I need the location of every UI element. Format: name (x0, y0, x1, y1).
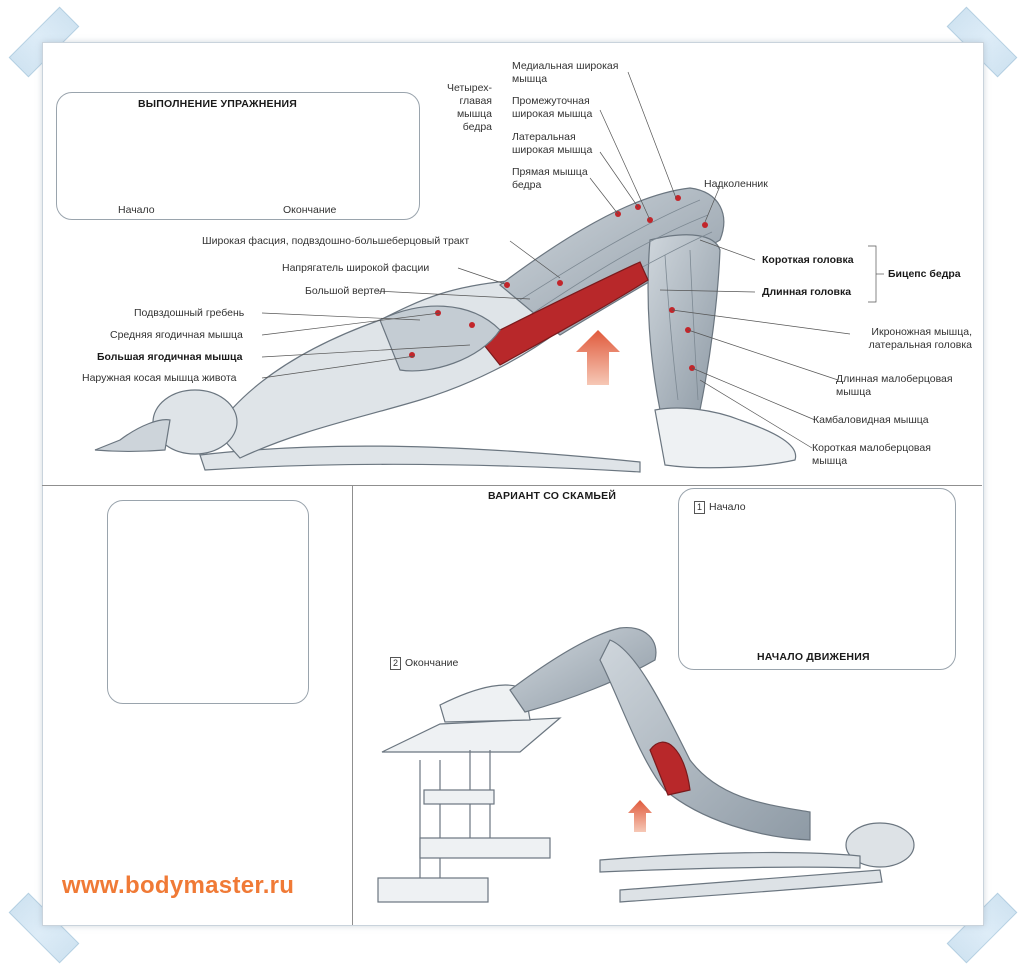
step-number-2: 2 (390, 657, 401, 670)
gluteus-maximus-label: Большая ягодичная мышца (97, 351, 243, 363)
bench-step-2-label: Окончание (405, 657, 459, 669)
exercise-box-title: ВЫПОЛНЕНИЕ УПРАЖНЕНИЯ (138, 98, 298, 110)
muscle-map-box (107, 500, 309, 704)
long-head-label: Длинная головка (762, 286, 852, 298)
bench-variant-title: ВАРИАНТ СО СКАМЬЕЙ (488, 490, 617, 502)
up-arrow-icon (628, 800, 652, 832)
start-motion-label: НАЧАЛО ДВИЖЕНИЯ (757, 651, 870, 663)
peroneus-longus-label: Длинная малоберцовая мышца (836, 373, 953, 398)
biceps-femoris-label: Бицепс бедра (888, 268, 961, 280)
greater-trochanter-label: Большой вертел (305, 285, 386, 297)
section-divider (42, 485, 982, 486)
up-arrow-icon (576, 330, 620, 385)
leader-lines-left (261, 240, 561, 379)
bench-step-2: 2 Окончание (390, 657, 458, 670)
bench-start-box (678, 488, 956, 670)
bench-step-1: 1 Начало (694, 501, 746, 514)
gluteus-medius-label: Средняя ягодичная мышца (110, 329, 243, 341)
leader-lines-right (589, 71, 884, 449)
start-position-label: Начало (118, 204, 155, 216)
bench-end-figure (377, 627, 915, 903)
fascia-lata-label: Широкая фасция, подвздошно-большеберцовы… (202, 235, 470, 247)
vastus-medialis-label: Медиальная широкая мышца (512, 60, 619, 85)
exercise-execution-box (56, 92, 420, 220)
main-bridge-figure (94, 187, 797, 473)
step-number-1: 1 (694, 501, 705, 514)
website-link[interactable]: www.bodymaster.ru (62, 872, 295, 899)
tensor-fasciae-latae-label: Напрягатель широкой фасции (282, 262, 430, 274)
end-position-label: Окончание (283, 204, 337, 216)
soleus-label: Камбаловидная мышца (813, 414, 929, 426)
rectus-femoris-label: Прямая мышца бедра (512, 166, 588, 191)
vastus-intermedius-label: Промежуточная широкая мышца (512, 95, 593, 120)
iliac-crest-label: Подвздошный гребень (134, 307, 245, 319)
external-oblique-label: Наружная косая мышца живота (82, 372, 237, 384)
column-divider (352, 485, 353, 925)
kneecap-label: Надколенник (704, 178, 768, 190)
bench-step-1-label: Начало (709, 501, 746, 513)
gastrocnemius-label: Икроножная мышца, латеральная головка (868, 326, 972, 351)
vastus-lateralis-label: Латеральная широкая мышца (512, 131, 593, 156)
short-head-label: Короткая головка (762, 254, 854, 266)
quadriceps-group-label: Четырех- главая мышца бедра (446, 82, 492, 133)
peroneus-brevis-label: Короткая малоберцовая мышца (812, 442, 931, 467)
